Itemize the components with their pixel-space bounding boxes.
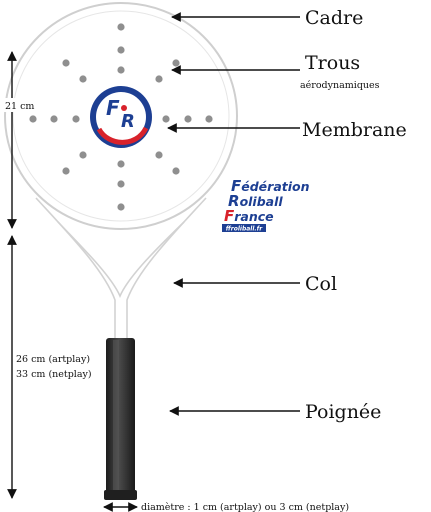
hole-4: [117, 23, 125, 31]
federation-line2-rest: oliball: [240, 194, 284, 209]
hole-13: [155, 75, 163, 83]
label-poignee: Poignée: [305, 401, 381, 423]
hole-14: [79, 151, 87, 159]
federation-line1-rest: édération: [241, 179, 309, 194]
dim-handle-artplay: 26 cm (artplay): [16, 354, 90, 365]
dim-head-height: 21 cm: [5, 101, 34, 112]
hole-17: [172, 59, 180, 67]
hole-16: [62, 59, 70, 67]
federation-url: ffroliball.fr: [226, 226, 264, 233]
aerodynamic-holes: [29, 23, 213, 211]
hole-8: [50, 115, 58, 123]
hole-6: [72, 115, 80, 123]
hole-5: [117, 203, 125, 211]
label-trous-sub: aérodynamiques: [300, 80, 380, 91]
federation-line2-initial: R: [228, 192, 240, 210]
hole-2: [117, 46, 125, 54]
hole-11: [205, 115, 213, 123]
federation-line3-initial: F: [224, 207, 235, 225]
fr-logo: F R: [90, 86, 152, 148]
hole-0: [117, 66, 125, 74]
hole-10: [29, 115, 37, 123]
svg-text:Fédération: Fédération: [231, 177, 310, 195]
dim-diameter: diamètre : 1 cm (artplay) ou 3 cm (netpl…: [141, 502, 349, 512]
hole-18: [62, 167, 70, 175]
hole-15: [155, 151, 163, 159]
hole-3: [117, 180, 125, 188]
label-col: Col: [305, 273, 337, 295]
hole-12: [79, 75, 87, 83]
label-cadre: Cadre: [305, 7, 363, 29]
racket-handle: [104, 338, 137, 500]
hole-9: [184, 115, 192, 123]
pointer-arrows: [167, 12, 300, 416]
dim-handle-netplay: 33 cm (netplay): [16, 369, 92, 380]
federation-line3-rest: rance: [234, 209, 273, 224]
dimension-lines: [7, 51, 138, 512]
hole-1: [117, 160, 125, 168]
federation-line1-initial: F: [231, 177, 242, 195]
hole-19: [172, 167, 180, 175]
label-trous: Trous: [305, 52, 360, 74]
racket-neck: [35, 197, 207, 340]
svg-text:France: France: [224, 207, 274, 225]
hole-7: [162, 115, 170, 123]
svg-text:Roliball: Roliball: [228, 192, 283, 210]
svg-text:F: F: [106, 96, 120, 120]
federation-logo: Fédération Roliball France ffroliball.fr: [222, 177, 310, 233]
svg-text:R: R: [121, 111, 135, 132]
label-membrane: Membrane: [302, 119, 407, 141]
